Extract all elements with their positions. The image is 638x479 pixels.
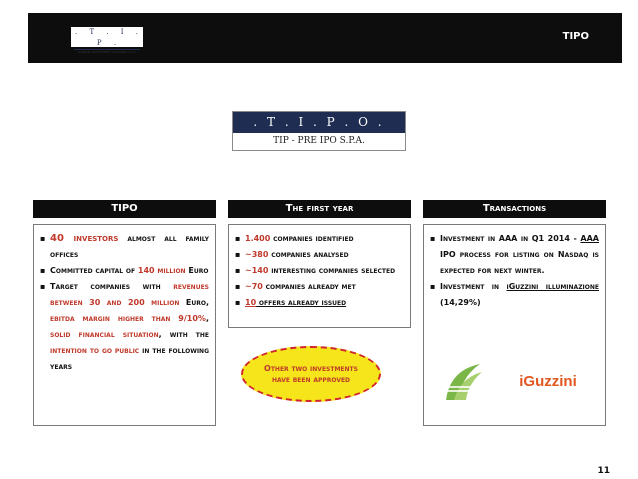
bullet-text: (14,29%)	[440, 298, 481, 307]
bullet-text: , with the	[158, 330, 209, 339]
bullet-text: ~70	[245, 282, 263, 291]
tipo-logo-letters: . T . I . P . O .	[233, 112, 405, 133]
bullet-text: Target companies with	[50, 282, 174, 291]
transactions-list: Investment in AAA in Q1 2014 - AAA IPO p…	[430, 231, 599, 311]
column-heading-tipo: TIPO	[33, 200, 216, 218]
bullet-text: revenues between 30 and 200 million	[50, 282, 209, 307]
bullet-item: ~380 companies analysed	[235, 247, 404, 263]
bullet-text: almost all family offices	[50, 234, 209, 259]
callout-oval: Other two investments have been approved	[241, 346, 381, 402]
column-box-first-year: 1.400 companies identified~380 companies…	[228, 224, 411, 328]
tip-logo: . T . I . P . TAMBURI INVESTMENT PARTNER…	[71, 27, 144, 54]
bullet-text: offers already issued	[256, 298, 347, 307]
bullet-text: Investment in AAA in Q1 2014 -	[440, 234, 581, 243]
bullet-item: Committed capital of 140 million Euro	[40, 263, 209, 279]
column-box-transactions: Investment in AAA in Q1 2014 - AAA IPO p…	[423, 224, 606, 426]
bullet-text: Committed capital of	[50, 266, 138, 275]
tipo-list: 40 investors almost all family officesCo…	[40, 231, 209, 375]
bullet-text: 40 investors	[50, 233, 119, 244]
bullet-item: ~140 interesting companies selected	[235, 263, 404, 279]
tipo-logo: . T . I . P . O . TIP - PRE IPO S.P.A.	[232, 111, 406, 151]
first-year-list: 1.400 companies identified~380 companies…	[235, 231, 404, 311]
bullet-text: in the following years	[50, 346, 209, 371]
bullet-text: iGuzzini illuminazione	[506, 282, 599, 291]
column-heading-transactions: Transactions	[423, 200, 606, 218]
bullet-item: 1.400 companies identified	[235, 231, 404, 247]
bullet-text: ~380	[245, 250, 269, 259]
bullet-item: Investment in AAA in Q1 2014 - AAA IPO p…	[430, 231, 599, 279]
aaa-logo-icon	[440, 356, 490, 406]
tip-logo-letters: . T . I . P .	[75, 28, 144, 47]
bullet-text: ebitda margin higher than 9/10%	[50, 314, 206, 323]
bullet-item: Investment in iGuzzini illuminazione (14…	[430, 279, 599, 311]
bullet-item: 40 investors almost all family offices	[40, 231, 209, 263]
bullet-item: Target companies with revenues between 3…	[40, 279, 209, 375]
bullet-text: Investment in	[440, 282, 507, 291]
callout-text: Other two investments have been approved	[264, 364, 358, 384]
bullet-text: companies already met	[262, 282, 356, 291]
bullet-text: 1.400	[245, 234, 271, 243]
bullet-text: companies analysed	[268, 250, 349, 259]
bullet-text: interesting companies selected	[268, 266, 396, 275]
bullet-text: companies identified	[270, 234, 354, 243]
column-heading-first-year: The first year	[228, 200, 411, 218]
bullet-text: IPO process for listing on Nasdaq is exp…	[440, 250, 599, 275]
iguzzini-logo: iGuzzini	[519, 372, 577, 390]
header-bar: . T . I . P . TAMBURI INVESTMENT PARTNER…	[28, 13, 622, 63]
page-number: 11	[597, 466, 610, 476]
tipo-logo-subtitle: TIP - PRE IPO S.P.A.	[273, 136, 365, 146]
bullet-text: Euro	[185, 266, 209, 275]
bullet-text: 140 million	[137, 266, 186, 275]
bullet-text: ~140	[245, 266, 269, 275]
bullet-text: ,	[205, 314, 209, 323]
bullet-text: AAA	[580, 234, 599, 243]
bullet-text: Euro,	[179, 298, 209, 307]
bullet-text: intention to go public	[50, 346, 140, 355]
bullet-item: ~70 companies already met	[235, 279, 404, 295]
bullet-item: 10 offers already issued	[235, 295, 404, 311]
column-box-tipo: 40 investors almost all family officesCo…	[33, 224, 216, 426]
bullet-text: solid financial situation	[50, 330, 159, 339]
tip-logo-tagline: TAMBURI INVESTMENT PARTNERS S.P.A.	[74, 49, 140, 55]
bullet-text: 10	[245, 298, 257, 307]
header-title: TIPO	[562, 31, 589, 42]
